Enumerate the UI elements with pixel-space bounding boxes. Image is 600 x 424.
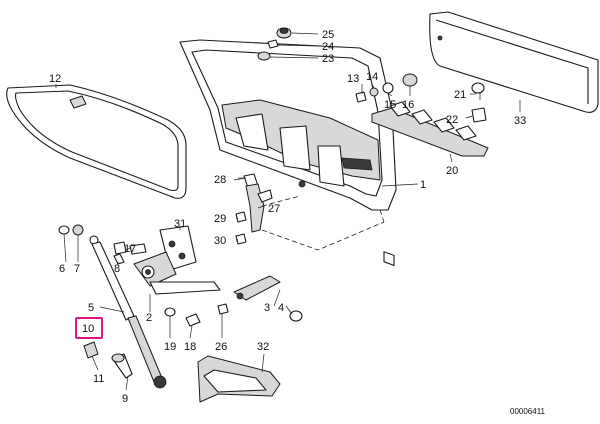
part-33-trim-panel[interactable]: [429, 11, 599, 113]
callout-1[interactable]: 1: [420, 179, 426, 191]
callout-21[interactable]: 21: [454, 89, 466, 101]
part-12-seal-frame[interactable]: [6, 84, 187, 199]
callout-5[interactable]: 5: [88, 302, 94, 314]
part-2-hinge[interactable]: [133, 251, 221, 310]
part-25-clip[interactable]: [276, 27, 319, 39]
callout-16[interactable]: 16: [402, 99, 414, 111]
part-24-screw[interactable]: [267, 39, 319, 49]
part-11-bushing[interactable]: [83, 341, 99, 359]
part-15-grommet[interactable]: [382, 82, 394, 94]
callout-18[interactable]: 18: [184, 341, 196, 353]
callout-33[interactable]: 33: [514, 115, 526, 127]
callout-32[interactable]: 32: [257, 341, 269, 353]
part-20-strip[interactable]: [371, 101, 489, 266]
callout-12[interactable]: 12: [49, 73, 61, 85]
part-22-clip[interactable]: [471, 107, 487, 123]
part-4-nut[interactable]: [289, 310, 303, 322]
callout-8[interactable]: 8: [114, 263, 120, 275]
part-8-pin[interactable]: [113, 253, 125, 265]
part-1-tailgate-frame[interactable]: [179, 39, 419, 211]
callout-30[interactable]: 30: [214, 235, 226, 247]
part-23-nut[interactable]: [257, 51, 319, 61]
part-30-bolt[interactable]: [235, 233, 247, 245]
callout-31[interactable]: 31: [174, 218, 186, 230]
callout-26[interactable]: 26: [215, 341, 227, 353]
callout-3[interactable]: 3: [264, 302, 270, 314]
callout-2[interactable]: 2: [146, 312, 152, 324]
part-27-hinge-bracket[interactable]: [245, 183, 273, 233]
part-17-clip[interactable]: [113, 241, 147, 255]
callout-25[interactable]: 25: [322, 29, 334, 41]
callout-17[interactable]: 17: [124, 243, 136, 255]
part-13-bolt[interactable]: [355, 91, 367, 103]
part-26-screw[interactable]: [217, 303, 229, 315]
highlight-box: [75, 317, 103, 339]
callout-11[interactable]: 11: [93, 373, 104, 385]
callout-22[interactable]: 22: [446, 114, 458, 126]
part-32-handle-cover[interactable]: [197, 355, 281, 403]
callout-24[interactable]: 24: [322, 41, 334, 53]
part-7-ball-stud[interactable]: [72, 224, 84, 254]
part-16-plug[interactable]: [402, 73, 418, 87]
callout-6[interactable]: 6: [59, 263, 65, 275]
reference-number: 00006411: [510, 407, 546, 416]
callout-23[interactable]: 23: [322, 53, 334, 65]
callout-14[interactable]: 14: [366, 71, 378, 83]
callout-13[interactable]: 13: [347, 73, 359, 85]
callout-28[interactable]: 28: [214, 174, 226, 186]
part-21-clip[interactable]: [471, 82, 485, 100]
part-6-bushing[interactable]: [58, 225, 70, 235]
part-19-nut[interactable]: [164, 307, 176, 317]
part-3-bracket[interactable]: [233, 275, 281, 301]
callout-9[interactable]: 9: [122, 393, 128, 405]
callout-4[interactable]: 4: [278, 302, 284, 314]
part-5-gas-strut[interactable]: [89, 235, 167, 389]
part-9-ball-stud[interactable]: [111, 353, 133, 379]
callout-19[interactable]: 19: [164, 341, 176, 353]
callout-10[interactable]: 10: [82, 323, 94, 335]
part-14-nut[interactable]: [369, 87, 379, 97]
callout-29[interactable]: 29: [214, 213, 226, 225]
callout-7[interactable]: 7: [74, 263, 80, 275]
callout-20[interactable]: 20: [446, 165, 458, 177]
callout-15[interactable]: 15: [384, 99, 396, 111]
part-18-screw[interactable]: [185, 313, 201, 327]
callout-27[interactable]: 27: [268, 203, 280, 215]
part-29-screw[interactable]: [235, 211, 247, 223]
